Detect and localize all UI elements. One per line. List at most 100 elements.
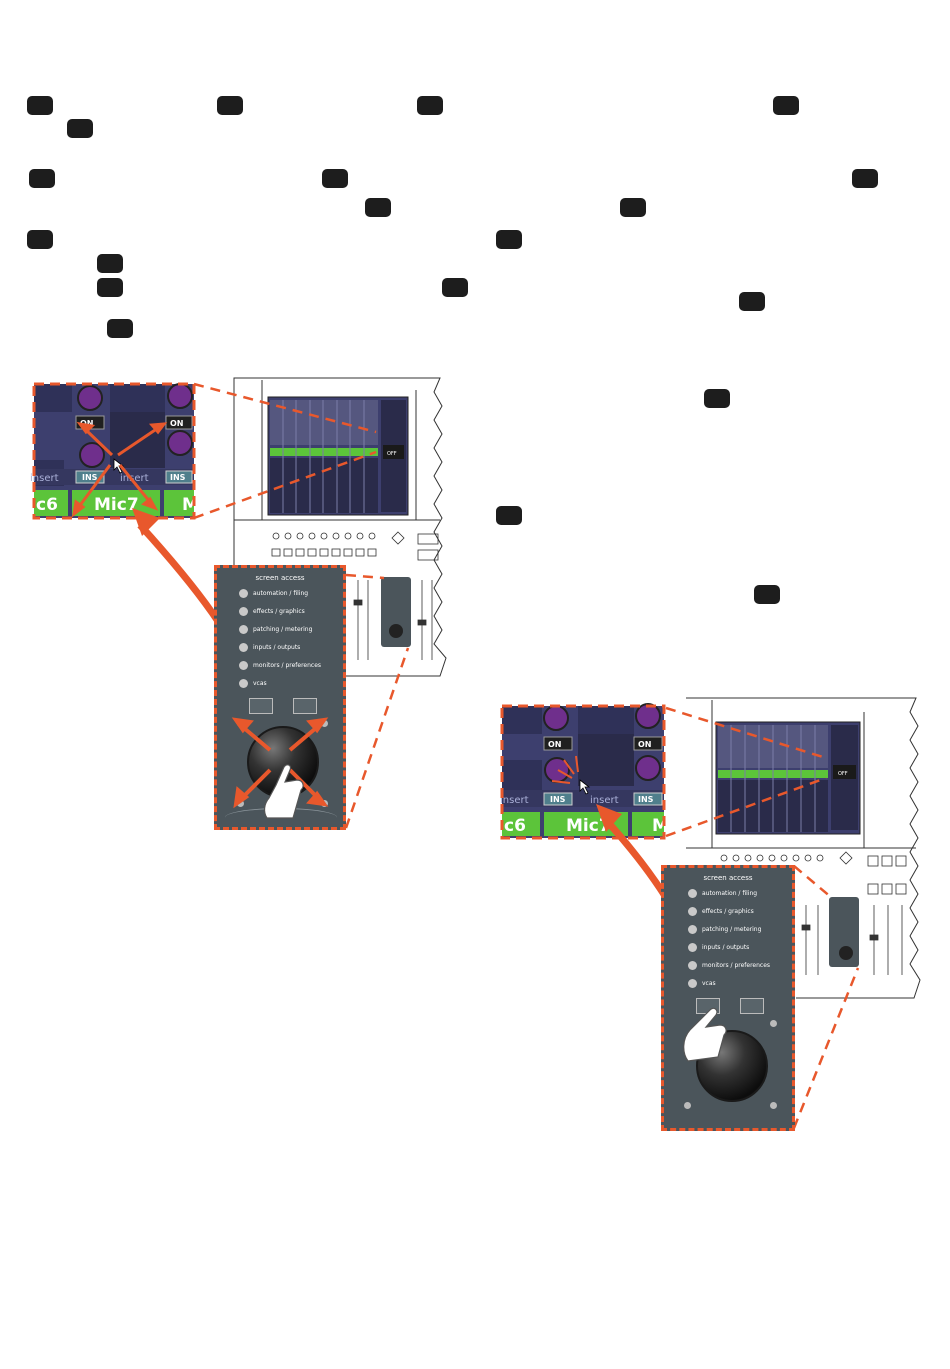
ins-button[interactable] bbox=[543, 792, 573, 806]
mini-screen-access-panel bbox=[381, 577, 411, 647]
screw-icon bbox=[684, 1102, 691, 1109]
channel-name-strip[interactable] bbox=[164, 490, 194, 516]
screw-icon bbox=[770, 1020, 777, 1027]
panel-button-inputs[interactable]: inputs / outputs bbox=[239, 638, 321, 656]
knob-icon[interactable] bbox=[79, 442, 105, 468]
led-button-icon bbox=[239, 606, 248, 616]
on-button[interactable] bbox=[633, 736, 663, 751]
panel-button-inputs[interactable]: inputs / outputs bbox=[688, 938, 770, 956]
svg-text:ON: ON bbox=[638, 740, 652, 749]
panel-button-patching[interactable]: patching / metering bbox=[688, 920, 770, 938]
zoom-inset: ON ON insert insert INS INS c6 Mic7 M bbox=[30, 383, 199, 518]
panel-button-effects[interactable]: effects / graphics bbox=[688, 902, 770, 920]
ref-badge bbox=[27, 96, 53, 115]
console-screen-channels: OFF bbox=[270, 400, 406, 513]
mini-trackball bbox=[389, 624, 403, 638]
channel-name: M bbox=[652, 816, 669, 836]
panel-key-right[interactable] bbox=[293, 698, 317, 714]
channel-name-strip[interactable] bbox=[632, 812, 664, 836]
channel-name: Mic7 bbox=[94, 495, 139, 515]
led-button-icon bbox=[688, 960, 697, 970]
callout-lines bbox=[193, 382, 410, 829]
led-button-icon bbox=[239, 588, 248, 598]
zoom-inset: ON ON insert insert INS INS c6 Mic7 M bbox=[500, 703, 669, 838]
led-button-icon bbox=[239, 624, 248, 634]
channel-name: M bbox=[182, 495, 199, 515]
hand-press-overlay bbox=[683, 1007, 727, 1062]
insert-label: insert bbox=[590, 795, 619, 806]
screw-icon bbox=[770, 1102, 777, 1109]
knob-icon[interactable] bbox=[77, 385, 103, 411]
panel-title: screen access bbox=[255, 574, 305, 582]
led-button-icon bbox=[688, 888, 697, 898]
insert-label: insert bbox=[500, 795, 529, 806]
ins-button[interactable] bbox=[165, 470, 193, 484]
knob-icon[interactable] bbox=[543, 705, 569, 731]
trackball-direction-arrows bbox=[231, 717, 329, 819]
led-button-icon bbox=[688, 924, 697, 934]
svg-text:INS: INS bbox=[82, 473, 98, 482]
curved-arrow-head bbox=[132, 508, 160, 536]
svg-text:INS: INS bbox=[550, 795, 566, 804]
ref-badge bbox=[739, 292, 765, 311]
ref-badge bbox=[97, 254, 123, 273]
knob-icon[interactable] bbox=[167, 430, 193, 456]
ref-badge bbox=[496, 230, 522, 249]
led-button-icon bbox=[239, 678, 248, 688]
zoom-inset-frame bbox=[32, 382, 196, 520]
cursor-arrow-icon bbox=[579, 779, 591, 795]
panel-button-vcas[interactable]: vcas bbox=[688, 974, 770, 992]
svg-text:INS: INS bbox=[170, 473, 186, 482]
ref-badge bbox=[442, 278, 468, 297]
channel-name-strip[interactable] bbox=[34, 490, 68, 516]
svg-text:ON: ON bbox=[548, 740, 562, 749]
panel-button-monitors[interactable]: monitors / preferences bbox=[239, 656, 321, 674]
ref-badge bbox=[67, 119, 93, 138]
ref-badge bbox=[852, 169, 878, 188]
knob-icon[interactable] bbox=[635, 703, 661, 729]
hand-pointer-icon bbox=[683, 1007, 727, 1062]
ref-badge bbox=[620, 198, 646, 217]
ref-badge bbox=[754, 585, 780, 604]
curved-arrow-head bbox=[596, 804, 622, 832]
ins-button[interactable] bbox=[633, 792, 663, 806]
panel-button-vcas[interactable]: vcas bbox=[239, 674, 321, 692]
on-button[interactable] bbox=[543, 736, 573, 751]
console-screen-channels: OFF bbox=[718, 725, 858, 832]
callout-lines bbox=[665, 706, 860, 1129]
insert-label: insert bbox=[30, 473, 59, 484]
knob-icon[interactable] bbox=[635, 755, 661, 781]
panel-button-monitors[interactable]: monitors / preferences bbox=[688, 956, 770, 974]
zoom-inset-frame bbox=[500, 704, 666, 840]
panel-button-patching[interactable]: patching / metering bbox=[239, 620, 321, 638]
ref-badge bbox=[217, 96, 243, 115]
panel-button-automation[interactable]: automation / filing bbox=[688, 884, 770, 902]
console-controls bbox=[720, 851, 907, 975]
led-button-icon bbox=[239, 660, 248, 670]
ref-badge bbox=[773, 96, 799, 115]
channel-name: c6 bbox=[36, 495, 58, 515]
channel-name: Mic7 bbox=[566, 816, 611, 836]
screw-icon bbox=[321, 720, 328, 727]
panel-key-right[interactable] bbox=[740, 998, 764, 1014]
ref-badge bbox=[322, 169, 348, 188]
console-controls bbox=[271, 531, 439, 660]
svg-text:ON: ON bbox=[80, 419, 94, 428]
panel-title: screen access bbox=[703, 874, 753, 882]
led-button-icon bbox=[239, 642, 248, 652]
led-button-icon bbox=[688, 906, 697, 916]
ref-badge bbox=[417, 96, 443, 115]
console-off-label: OFF bbox=[387, 451, 397, 457]
knob-icon[interactable] bbox=[167, 383, 193, 409]
channel-name-strip[interactable] bbox=[502, 812, 540, 836]
svg-text:INS: INS bbox=[638, 795, 654, 804]
hand-pointer-icon bbox=[263, 764, 304, 819]
screen-access-panel: screen access automation / filing effect… bbox=[661, 865, 795, 1131]
panel-button-automation[interactable]: automation / filing bbox=[239, 584, 321, 602]
ref-badge bbox=[27, 230, 53, 249]
panel-button-effects[interactable]: effects / graphics bbox=[239, 602, 321, 620]
ref-badge bbox=[97, 278, 123, 297]
panel-key-left[interactable] bbox=[249, 698, 273, 714]
ref-badge bbox=[496, 506, 522, 525]
svg-text:ON: ON bbox=[170, 419, 184, 428]
